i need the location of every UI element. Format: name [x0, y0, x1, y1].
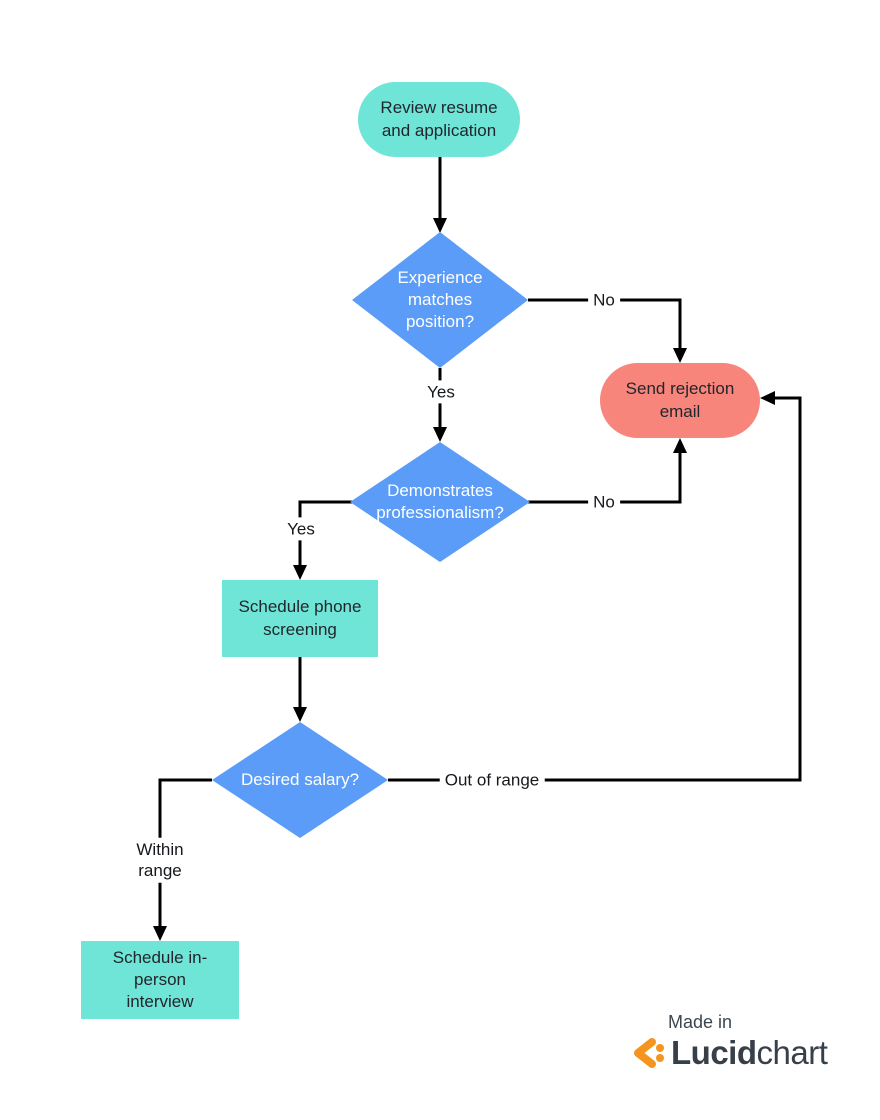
edge-label-experience-yes: Yes	[422, 380, 460, 404]
connector-professionalism-yes-to-phone	[293, 500, 352, 580]
node-inperson-interview: Schedule in-person interview	[81, 941, 239, 1019]
lucidchart-wordmark: Lucidchart	[671, 1034, 828, 1072]
node-review-resume: Review resume and application	[358, 82, 520, 157]
edge-label-professionalism-yes: Yes	[282, 517, 320, 541]
connector-experience-no-to-rejection	[528, 298, 687, 363]
lucidchart-logo-icon	[634, 1038, 664, 1068]
brand-light: chart	[756, 1034, 828, 1071]
connector-professionalism-no-to-rejection	[528, 438, 687, 504]
brand-bold: Lucid	[671, 1034, 757, 1071]
node-salary-decision-label: Desired salary?	[240, 769, 360, 789]
connector-review-to-experience	[433, 157, 447, 233]
node-inperson-interview-label: Schedule in-person interview	[112, 947, 208, 1012]
edge-label-experience-no: No	[588, 288, 620, 312]
node-send-rejection: Send rejection email	[600, 363, 760, 438]
connector-experience-yes-to-professionalism	[433, 368, 447, 442]
node-phone-screening: Schedule phone screening	[222, 580, 378, 657]
edge-label-professionalism-no: No	[588, 490, 620, 514]
made-in-text: Made in	[667, 1012, 733, 1032]
node-experience-decision-label: Experience matches position?	[397, 267, 483, 332]
node-professionalism-decision-label: Demonstrates professionalism?	[376, 480, 504, 522]
edge-label-salary-out-of-range: Out of range	[439, 768, 545, 792]
node-phone-screening-label: Schedule phone screening	[238, 597, 362, 639]
connector-salary-out-to-rejection	[388, 391, 802, 782]
node-review-resume-label: Review resume and application	[380, 98, 498, 140]
lucidchart-brand: Lucidchart	[628, 1034, 828, 1072]
edge-label-salary-within-range: Within range	[123, 837, 197, 883]
connector-phone-to-salary	[293, 657, 307, 722]
node-send-rejection-label: Send rejection email	[625, 379, 735, 421]
